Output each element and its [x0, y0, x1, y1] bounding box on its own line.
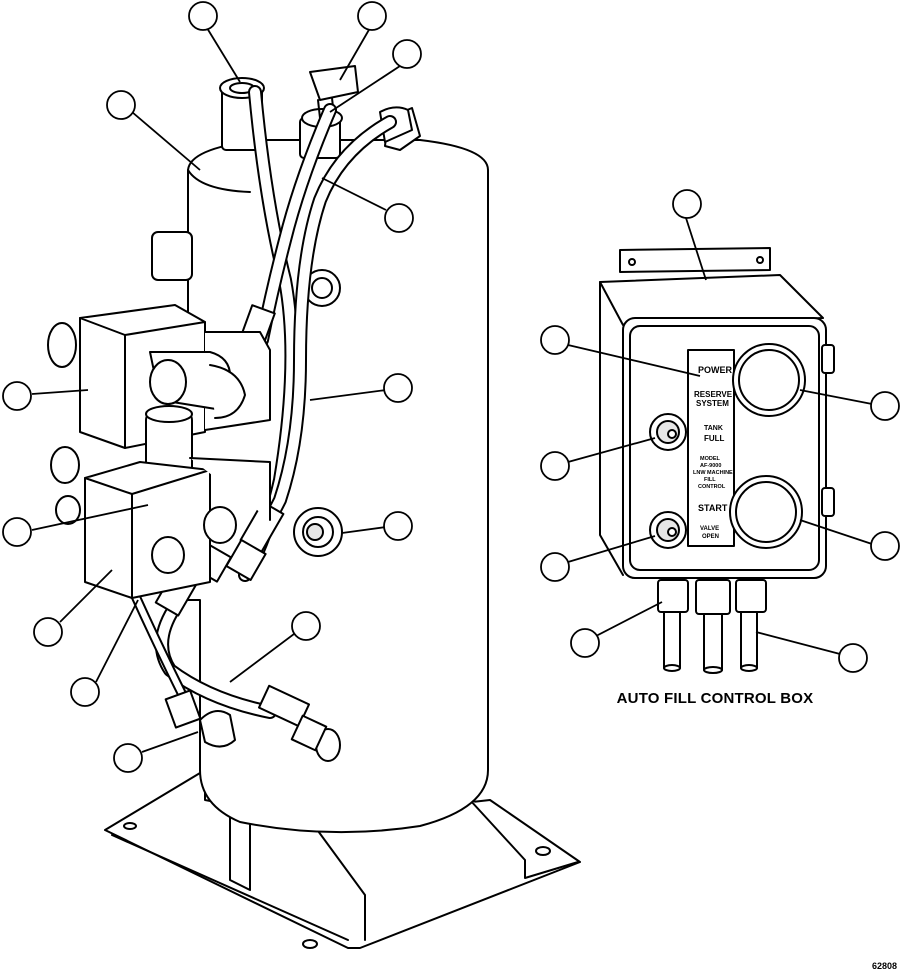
- label-tank-1: TANK: [704, 425, 723, 432]
- callout-14: [672, 189, 707, 281]
- callout-6: [309, 373, 413, 403]
- callout-13: [113, 731, 199, 773]
- label-model-1: MODEL: [700, 456, 721, 462]
- callout-8: [2, 504, 149, 547]
- upper-valve-block: [47, 304, 271, 541]
- label-reserve-2: SYSTEM: [696, 399, 729, 408]
- callout-3: [329, 39, 422, 113]
- callout-12: [70, 599, 139, 707]
- label-reserve-1: RESERVE: [694, 390, 733, 399]
- label-model-4: FILL: [704, 477, 716, 483]
- callout-19: [540, 535, 656, 582]
- label-model-5: CONTROL: [698, 484, 726, 490]
- label-valve-2: OPEN: [702, 534, 719, 540]
- lower-valve-block: [50, 446, 271, 599]
- callout-5: [321, 177, 414, 233]
- panel-labels: POWER RESERVE SYSTEM TANK FULL MODEL AF-…: [693, 365, 733, 540]
- auto-fill-control-box: [599, 247, 835, 674]
- callout-11: [229, 611, 321, 683]
- label-start: START: [698, 503, 728, 513]
- callouts: [2, 1, 900, 773]
- callout-15: [540, 325, 701, 377]
- callout-2: [339, 1, 387, 81]
- figure-number: 62808: [871, 961, 897, 971]
- callout-10: [33, 569, 113, 647]
- callout-20: [570, 601, 663, 658]
- label-power: POWER: [698, 365, 733, 375]
- callout-7: [2, 381, 89, 411]
- callout-17: [540, 437, 656, 481]
- figure-caption: AUTO FILL CONTROL BOX: [616, 690, 814, 707]
- callout-18: [799, 519, 900, 561]
- callout-16: [799, 389, 900, 421]
- callout-1: [188, 1, 241, 83]
- callout-21: [755, 631, 868, 673]
- label-model-2: AF-9000: [700, 463, 721, 469]
- callout-9: [341, 511, 413, 541]
- label-tank-2: FULL: [704, 434, 725, 443]
- callout-4: [106, 90, 201, 171]
- label-valve-1: VALVE: [700, 526, 719, 532]
- tank-stand: [104, 769, 581, 949]
- label-model-3: LNW MACHINE: [693, 470, 733, 476]
